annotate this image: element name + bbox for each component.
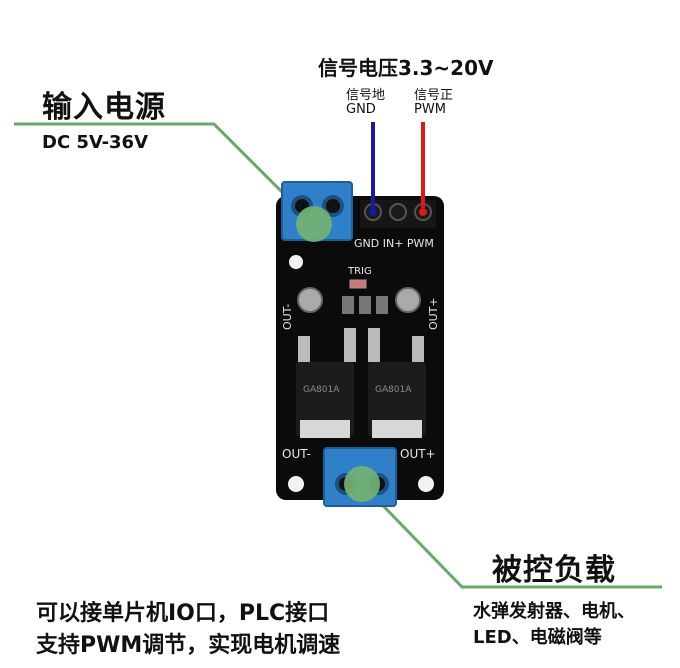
load-desc-line2: LED、电磁阀等 xyxy=(473,627,602,648)
pad xyxy=(395,287,421,313)
svg-text:GA801A: GA801A xyxy=(303,385,340,395)
trig-led xyxy=(349,279,367,289)
resistor xyxy=(376,296,388,314)
bottom-note-line1: 可以接单片机IO口，PLC接口 xyxy=(36,601,330,626)
mosfet-chip-left: GA801A xyxy=(296,362,354,438)
load-title: 被控负载 xyxy=(492,553,616,588)
signal-gnd-label: 信号地 xyxy=(346,88,386,103)
input-callout-line xyxy=(14,122,318,228)
mount-hole xyxy=(418,476,434,492)
component-lead xyxy=(412,336,424,362)
resistor xyxy=(342,296,354,314)
out-minus-side-label: OUT- xyxy=(281,304,294,330)
gnd-pin-dot xyxy=(369,208,377,216)
bottom-note-line2: 支持PWM调节，实现电机调速 xyxy=(36,633,341,658)
component-lead xyxy=(344,328,356,362)
input-power-spec: DC 5V-36V xyxy=(42,132,149,153)
out-plus-side-label: OUT+ xyxy=(427,297,440,330)
signal-pwm-label-en: PWM xyxy=(414,102,446,117)
pwm-pin-dot xyxy=(419,208,427,216)
mosfet-chip-right: GA801A xyxy=(368,362,426,438)
load-desc-line1: 水弹发射器、电机、 xyxy=(473,601,635,622)
input-callout-dot xyxy=(296,206,332,242)
input-power-title: 输入电源 xyxy=(42,90,166,125)
mount-hole xyxy=(289,255,303,269)
resistor xyxy=(359,296,371,314)
component-lead xyxy=(298,336,310,362)
svg-text:GA801A: GA801A xyxy=(375,385,412,395)
out-plus-bottom-label: OUT+ xyxy=(400,447,436,461)
signal-pwm-label: 信号正 xyxy=(414,88,454,103)
mount-hole xyxy=(288,476,304,492)
load-callout-dot xyxy=(344,466,380,502)
trig-silkscreen: TRIG xyxy=(347,266,372,277)
component-lead xyxy=(368,328,380,362)
signal-voltage-title: 信号电压3.3~20V xyxy=(318,56,494,80)
out-minus-bottom-label: OUT- xyxy=(282,447,311,461)
pad xyxy=(297,287,323,313)
signal-gnd-label-en: GND xyxy=(346,102,376,117)
load-callout-line xyxy=(360,482,662,589)
header-silkscreen: GND IN+ PWM xyxy=(354,237,434,250)
